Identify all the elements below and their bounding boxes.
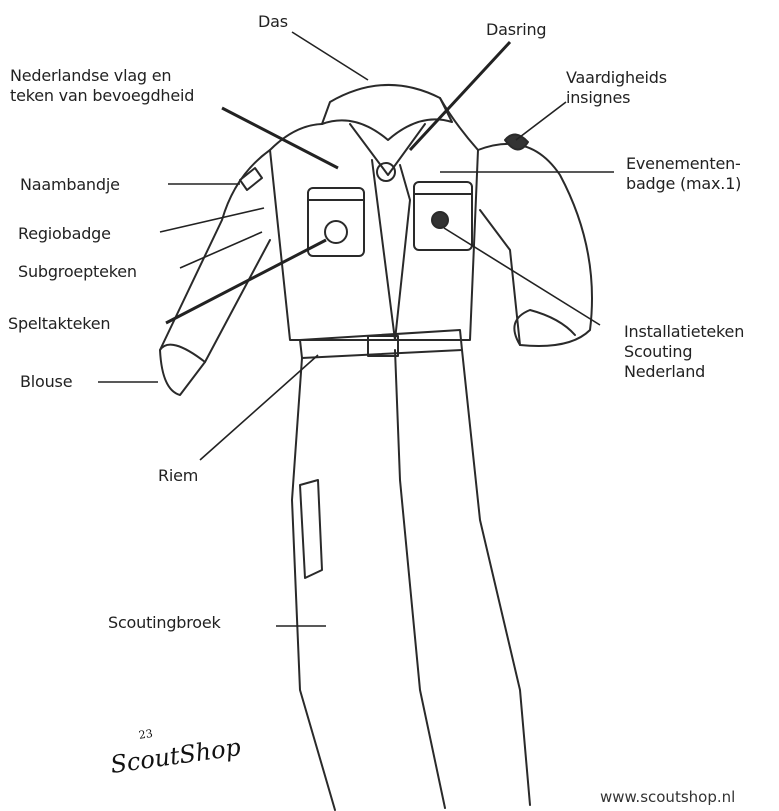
- label-speltakteken: Speltakteken: [8, 314, 110, 334]
- label-das: Das: [258, 12, 288, 32]
- collar: [322, 85, 452, 140]
- speltakteken-badge: [325, 221, 347, 243]
- installatieteken-badge: [432, 212, 448, 228]
- right-sleeve: [478, 144, 592, 346]
- label-installatieteken: Installatieteken Scouting Nederland: [624, 322, 744, 382]
- label-dasring: Dasring: [486, 20, 546, 40]
- left-sleeve: [160, 150, 270, 395]
- label-blouse: Blouse: [20, 372, 72, 392]
- leader-das: [292, 32, 368, 80]
- name-tape: [240, 168, 262, 190]
- website-url: www.scoutshop.nl: [600, 788, 735, 806]
- right-cuff: [514, 310, 575, 345]
- leader-dasring: [410, 42, 510, 150]
- trousers: [292, 350, 530, 810]
- trouser-pocket: [300, 480, 322, 578]
- logo-mark: 23: [138, 727, 154, 742]
- leader-vaardigheids: [516, 102, 566, 140]
- leader-speltakteken: [166, 240, 326, 323]
- label-scoutingbroek: Scoutingbroek: [108, 613, 221, 633]
- leader-vlag: [222, 108, 338, 168]
- left-cuff: [160, 345, 205, 362]
- label-evenementenbadge: Evenementen- badge (max.1): [626, 154, 741, 194]
- leader-regiobadge: [160, 208, 264, 232]
- belt: [300, 330, 462, 358]
- leader-riem: [200, 355, 318, 460]
- label-riem: Riem: [158, 466, 198, 486]
- label-vaardigheids-insignes: Vaardigheids insignes: [566, 68, 667, 108]
- label-regiobadge: Regiobadge: [18, 224, 111, 244]
- proficiency-badge: [505, 134, 528, 149]
- label-naambandje: Naambandje: [20, 175, 120, 195]
- label-subgroepteken: Subgroepteken: [18, 262, 137, 282]
- leader-installatieteken: [444, 228, 600, 325]
- label-nederlandse-vlag: Nederlandse vlag en teken van bevoegdhei…: [10, 66, 194, 106]
- leader-subgroepteken: [180, 232, 262, 268]
